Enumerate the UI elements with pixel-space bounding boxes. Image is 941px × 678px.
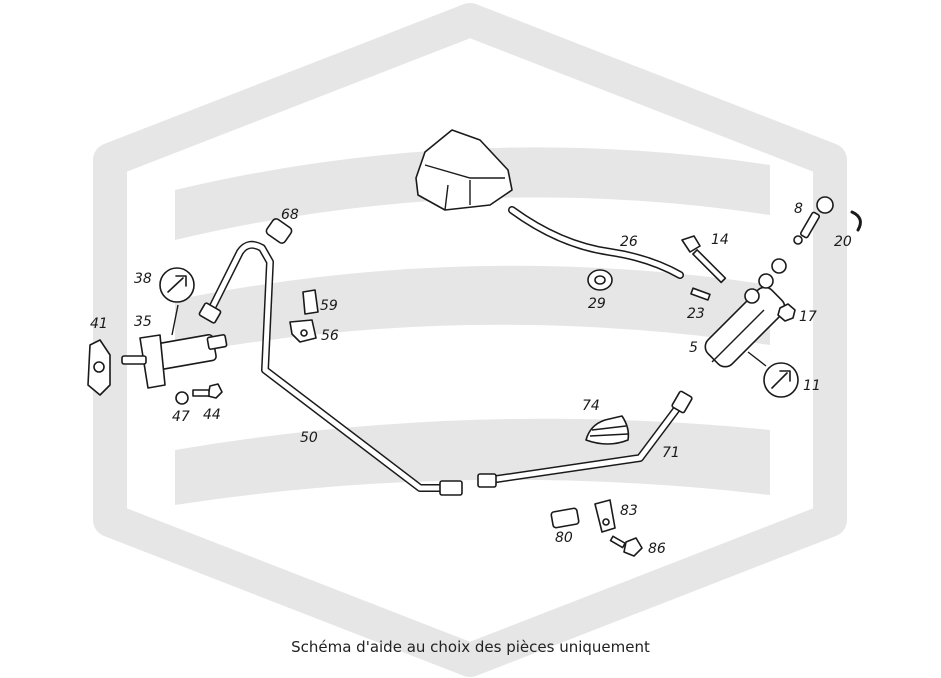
washer-47 [175, 391, 189, 405]
bracket-56 [289, 319, 317, 343]
reservoir-part [415, 129, 513, 211]
bolt-44 [192, 383, 223, 399]
sleeve-68 [265, 218, 293, 244]
wrench-icon-11 [747, 351, 799, 398]
label-23: 23 [687, 306, 705, 322]
pipe-71 [477, 390, 693, 488]
wrench-icon-38 [159, 267, 195, 303]
label-80: 80 [555, 530, 573, 546]
screw-23 [690, 287, 711, 301]
label-8: 8 [794, 201, 803, 217]
label-47: 47 [172, 409, 190, 425]
clip-20 [850, 210, 862, 232]
label-5: 5 [689, 340, 698, 356]
label-83: 83 [620, 503, 638, 519]
label-86: 86 [648, 541, 666, 557]
label-29: 29 [588, 296, 606, 312]
label-17: 17 [799, 309, 817, 325]
label-68: 68 [281, 207, 299, 223]
clip-83 [594, 499, 616, 533]
fork-8 [793, 196, 834, 245]
hose-26 [508, 206, 684, 279]
label-35: 35 [134, 314, 152, 330]
label-20: 20 [834, 234, 852, 250]
caption: Schéma d'aide au choix des pièces unique… [291, 638, 650, 656]
master-cylinder-part [704, 258, 787, 368]
sleeve-80 [550, 507, 580, 529]
boot-74 [585, 415, 630, 445]
label-59: 59 [320, 298, 338, 314]
bolt-14 [681, 235, 727, 284]
screw-86 [609, 535, 643, 557]
label-50: 50 [300, 430, 318, 446]
label-56: 56 [321, 328, 339, 344]
label-26: 26 [620, 234, 638, 250]
label-71: 71 [662, 445, 680, 461]
label-44: 44 [203, 407, 221, 423]
label-74: 74 [582, 398, 600, 414]
grommet-29 [587, 269, 613, 291]
clamp-59 [302, 289, 319, 315]
nut-17 [777, 303, 796, 322]
label-14: 14 [711, 232, 729, 248]
slave-cylinder-part [87, 304, 228, 396]
label-41: 41 [90, 316, 108, 332]
pipe-50 [198, 240, 463, 496]
label-11: 11 [803, 378, 821, 394]
label-38: 38 [134, 271, 152, 287]
